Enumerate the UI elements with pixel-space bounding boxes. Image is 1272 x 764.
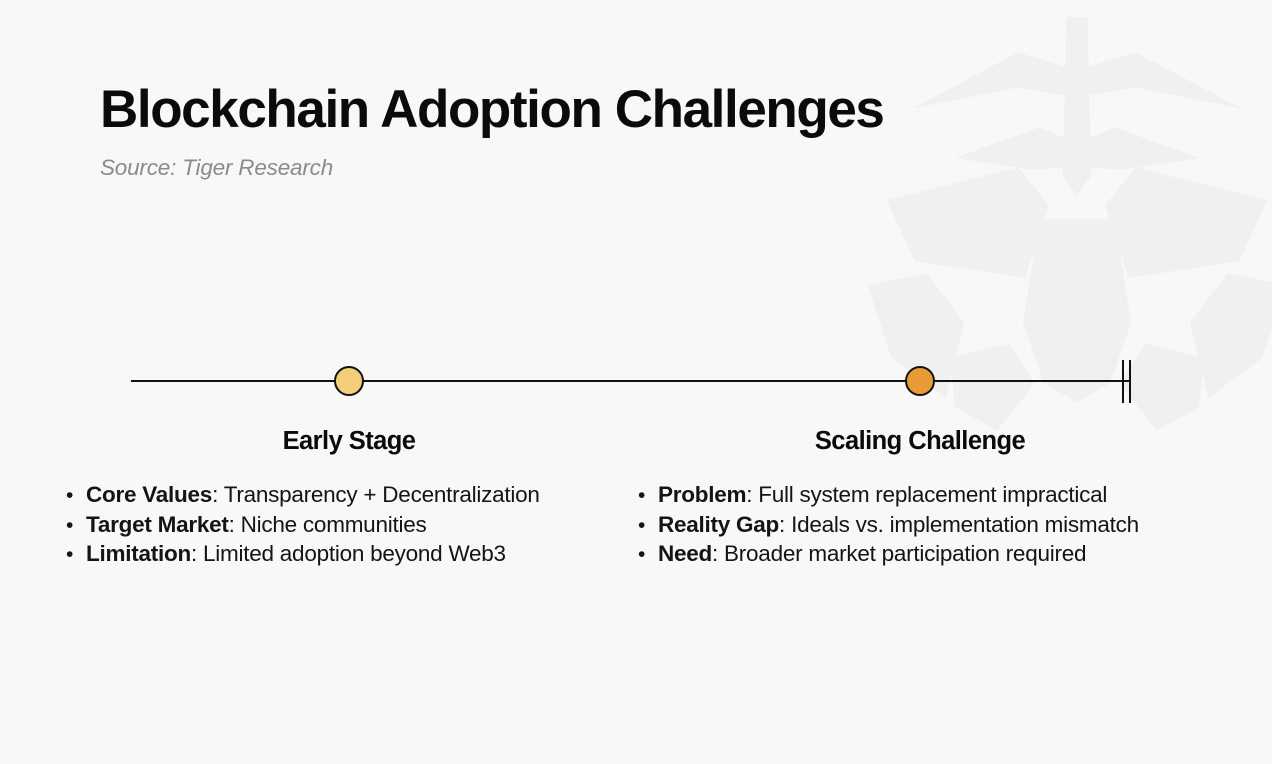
timeline-node-early-stage[interactable] [334,366,364,396]
bullet-point-icon: • [66,513,74,537]
timeline-end-tick-outer [1129,360,1131,403]
list-item: • Core Values: Transparency + Decentrali… [66,482,540,514]
list-item: • Target Market: Niche communities [66,511,540,544]
list-item-term: Problem [658,482,747,507]
list-item-separator: : [228,511,241,537]
list-item-term: Core Values [86,482,213,507]
list-item-detail: Limited adoption beyond Web3 [203,541,506,566]
list-item-text: Limitation: Limited adoption beyond Web3 [86,541,506,566]
source-attribution: Source: Tiger Research [100,154,334,180]
list-item-detail: Niche communities [240,511,427,537]
list-item-text: Problem: Full system replacement impract… [658,482,1108,507]
list-item-detail: Broader market participation required [724,541,1087,566]
list-item: • Limitation: Limited adoption beyond We… [66,541,540,573]
list-item-separator: : [212,482,224,507]
bullet-point-icon: • [638,543,646,566]
list-item-text: Need: Broader market participation requi… [658,541,1087,566]
list-item-detail: Transparency + Decentralization [223,482,540,507]
list-item-term: Reality Gap [658,511,780,537]
list-item-detail: Ideals vs. implementation mismatch [791,511,1139,537]
stage-label-scaling-challenge: Scaling Challenge [814,427,1026,455]
list-item-term: Target Market [86,511,229,537]
list-item: • Need: Broader market participation req… [638,541,1139,573]
bullet-point-icon: • [638,513,646,537]
list-item-separator: : [712,541,725,566]
timeline-axis-line [131,380,1130,382]
list-item-text: Target Market: Niche communities [86,511,427,537]
list-item-separator: : [191,541,204,566]
bullet-point-icon: • [638,484,646,507]
list-item-term: Need [658,541,713,566]
bullet-point-icon: • [66,543,74,566]
timeline-end-tick-inner [1122,360,1124,403]
page-title: Blockchain Adoption Challenges [100,80,885,139]
bullet-point-icon: • [66,484,74,507]
list-item-term: Limitation [86,541,191,566]
list-item-separator: : [779,511,792,537]
list-item-text: Core Values: Transparency + Decentraliza… [86,482,540,507]
list-item: • Reality Gap: Ideals vs. implementation… [638,511,1139,544]
list-item-detail: Full system replacement impractical [758,482,1108,507]
header: Blockchain Adoption Challenges Source: T… [100,80,885,181]
stage-label-early-stage: Early Stage [282,427,416,455]
list-item-separator: : [746,482,759,507]
list-item-text: Reality Gap: Ideals vs. implementation m… [658,511,1139,537]
bullet-column-early-stage: • Core Values: Transparency + Decentrali… [66,482,540,573]
list-item: • Problem: Full system replacement impra… [638,482,1139,514]
timeline-node-scaling-challenge[interactable] [905,366,935,396]
bullet-column-scaling-challenge: • Problem: Full system replacement impra… [638,482,1139,573]
